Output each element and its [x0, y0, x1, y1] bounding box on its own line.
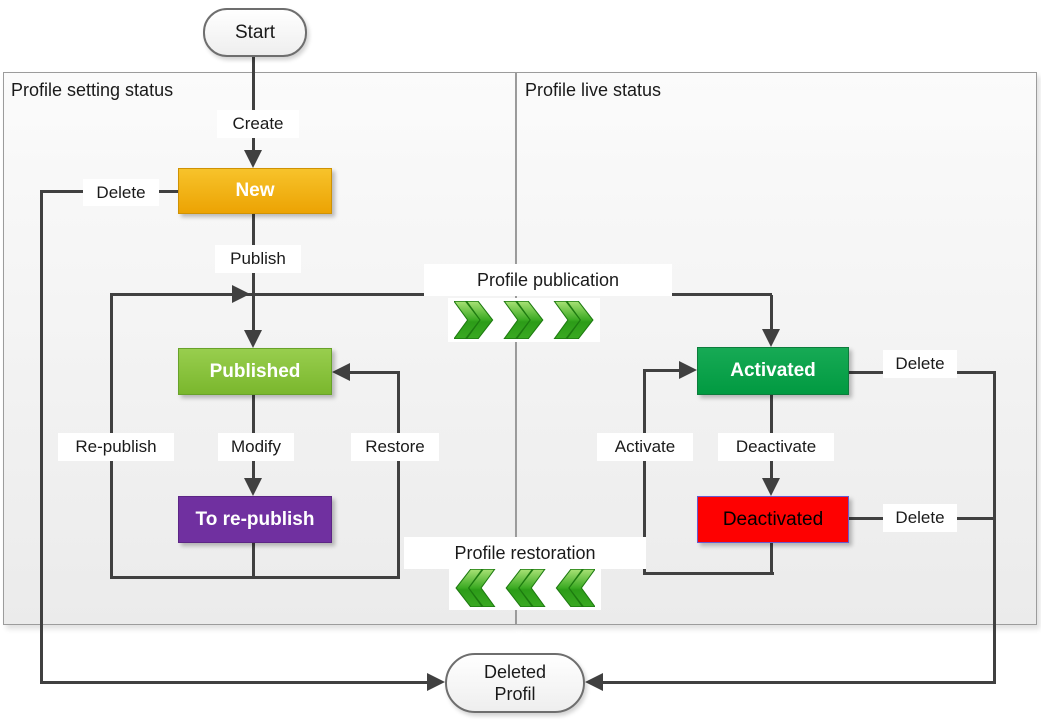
terminal-deleted-profil: Deleted Profil — [445, 653, 585, 713]
arrowhead-activate-into-activated — [679, 361, 697, 379]
label-profile-restoration: Profile restoration — [404, 537, 646, 569]
label-republish: Re-publish — [58, 433, 174, 461]
label-delete-activated: Delete — [883, 350, 957, 378]
edge-restore-into-published — [346, 371, 400, 374]
label-deactivate: Deactivate — [718, 433, 834, 461]
edge-delete-into-oval-right — [601, 681, 996, 684]
edge-delete-into-oval-left — [40, 681, 431, 684]
state-published: Published — [178, 348, 332, 395]
label-activate: Activate — [597, 433, 693, 461]
edge-deactivated-loop-bottom — [643, 572, 774, 575]
edge-new-to-published — [252, 214, 255, 332]
state-to-republish: To re-publish — [178, 496, 332, 543]
edge-start-to-new — [252, 57, 255, 153]
panel-title-setting: Profile setting status — [11, 80, 174, 100]
arrowhead-into-torepublish — [244, 478, 262, 496]
edge-activate-into-activated — [643, 369, 683, 372]
state-new: New — [178, 168, 332, 214]
panel-title-live: Profile live status — [525, 80, 662, 100]
edge-bottom-loop — [110, 576, 400, 579]
restoration-chevrons-icon — [449, 566, 601, 610]
terminal-deleted-line2: Profil — [494, 684, 536, 704]
state-deactivated: Deactivated — [697, 496, 849, 543]
terminal-deleted-line1: Deleted — [483, 661, 547, 682]
state-activated: Activated — [697, 347, 849, 395]
label-modify: Modify — [218, 433, 294, 461]
edge-publication-to-activated — [770, 295, 773, 332]
arrowhead-into-deactivated — [762, 478, 780, 496]
label-delete-new: Delete — [83, 179, 159, 206]
label-create: Create — [217, 110, 299, 138]
edge-delete-right-vertical — [993, 371, 996, 684]
arrowhead-republish-junction — [232, 285, 250, 303]
edge-restore-vertical — [397, 371, 400, 579]
arrowhead-into-new — [244, 150, 262, 168]
arrowhead-into-deleted-left — [427, 673, 445, 691]
label-profile-publication: Profile publication — [424, 264, 672, 296]
arrowhead-into-published-top — [244, 330, 262, 348]
publication-chevrons-icon — [448, 298, 600, 342]
edge-activate-vertical — [643, 369, 646, 575]
edge-delete-left-vertical — [40, 190, 43, 684]
label-delete-deactivated: Delete — [883, 504, 957, 532]
terminal-start-label: Start — [234, 21, 276, 43]
arrowhead-into-activated-top — [762, 329, 780, 347]
arrowhead-into-deleted-right — [585, 673, 603, 691]
label-restore: Restore — [351, 433, 439, 461]
label-publish: Publish — [215, 245, 301, 273]
edge-deactivated-down — [770, 543, 773, 575]
edge-torepublish-down — [252, 543, 255, 579]
arrowhead-restore-into-published — [332, 363, 350, 381]
terminal-start: Start — [203, 8, 307, 57]
